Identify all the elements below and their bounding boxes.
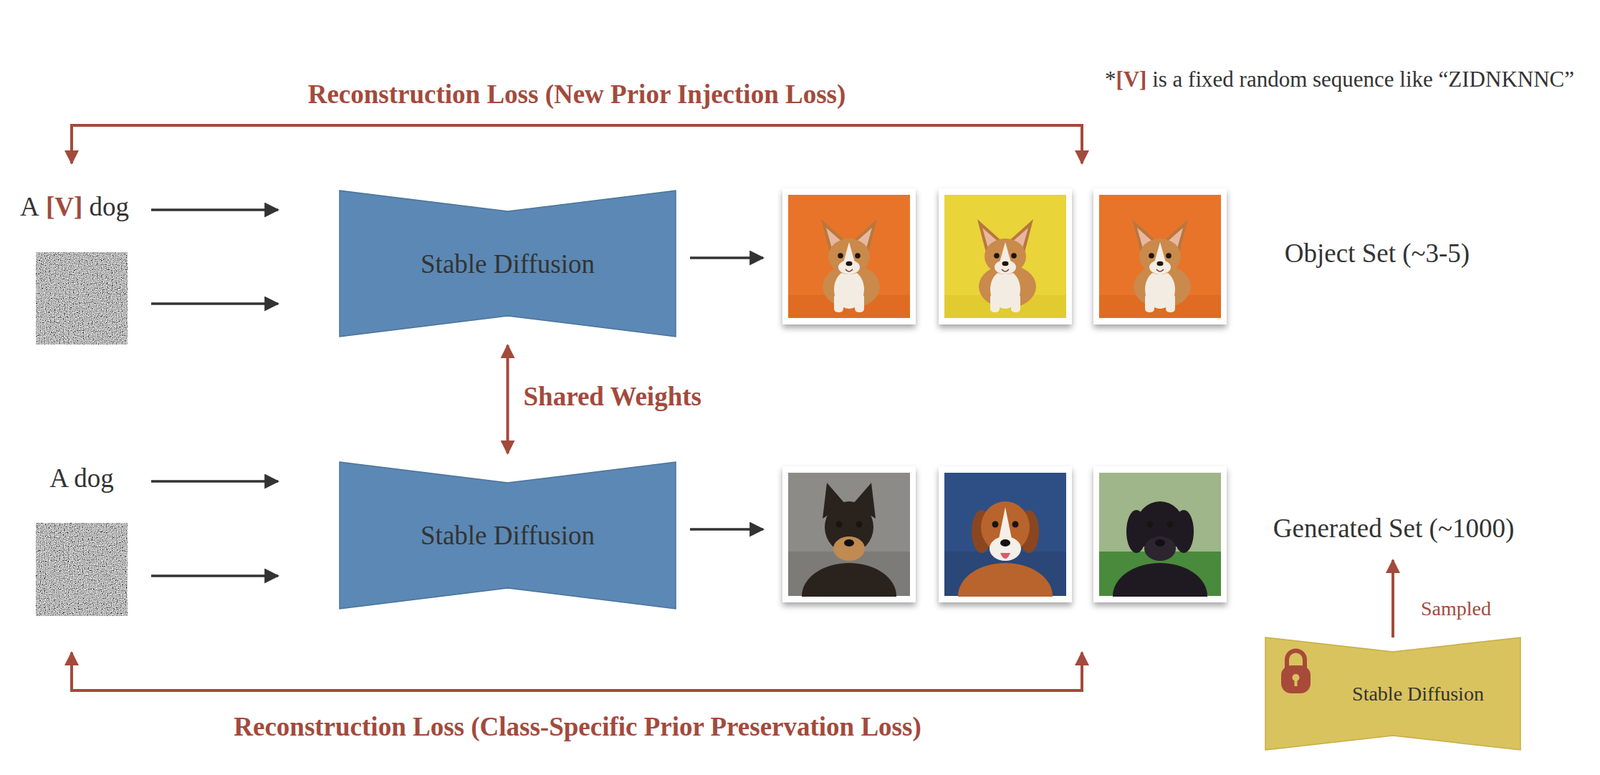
dog-photo: [944, 472, 1067, 630]
output-arrow: [690, 256, 764, 260]
node-body: Stable Diffusion: [339, 462, 676, 610]
generated-photos: [782, 466, 1227, 630]
model-name: Stable Diffusion: [1352, 682, 1484, 706]
photo-frame: [1093, 188, 1227, 325]
loss-bracket: [71, 125, 1082, 164]
set-name: Generated Set (~1000): [1273, 513, 1515, 545]
model-box: Stable Diffusion: [1265, 637, 1521, 751]
photo-frame: [938, 188, 1072, 325]
node-text-group: Stable Diffusion: [420, 248, 595, 280]
loss-bracket: [71, 652, 1082, 691]
input-arrow: [151, 208, 279, 212]
model-box: Stable Diffusion: [339, 190, 676, 337]
edge-label: Shared Weights: [520, 381, 705, 413]
prompt-text: A dog: [49, 463, 114, 495]
bowtie-outline: [1265, 637, 1521, 751]
token-name: [V]: [45, 192, 83, 223]
output-arrow: [690, 528, 764, 531]
node-text-group: Stable Diffusion: [1352, 682, 1484, 706]
node-text-group: Stable Diffusion: [420, 520, 595, 552]
photo-frame: [782, 188, 916, 325]
footnote: *[V]is a fixed random sequence like “ZID…: [1104, 66, 1575, 93]
model-name: Stable Diffusion: [420, 248, 595, 280]
node-body: Stable Diffusion: [339, 190, 676, 337]
token-name: [V]: [1115, 66, 1147, 93]
prompt-word: A: [20, 192, 40, 223]
arrow-label: Sampled: [1420, 597, 1492, 621]
input-arrow: [151, 574, 279, 578]
node-body: Stable Diffusion: [1265, 637, 1521, 751]
model-box: Stable Diffusion: [339, 462, 676, 610]
bowtie-outline: [339, 190, 676, 337]
prompt-word: dog: [89, 192, 130, 223]
loss-title: Reconstruction Loss (Class-Specific Prio…: [233, 712, 922, 744]
input-arrow: [151, 302, 279, 306]
loss-title: Reconstruction Loss (New Prior Injection…: [308, 79, 847, 111]
input-arrow: [151, 480, 279, 483]
noise-image: [35, 252, 128, 345]
footnote-text: is a fixed random sequence like “ZIDNKNN…: [1152, 66, 1575, 93]
dog-photo: [1099, 472, 1221, 630]
corgi-photo: [788, 194, 910, 319]
bowtie-outline: [339, 462, 676, 610]
noise-image: [35, 523, 128, 617]
object-photos: [782, 188, 1227, 325]
sample-arrow: [1391, 560, 1395, 638]
corgi-photo: [1099, 194, 1221, 319]
corgi-photo: [944, 194, 1067, 319]
model-name: Stable Diffusion: [420, 520, 595, 552]
dog-photo: [788, 472, 910, 630]
shared-weights-arrow: [506, 345, 510, 454]
footnote-mark: *: [1104, 66, 1117, 93]
set-name: Object Set (~3-5): [1284, 238, 1470, 270]
prompt-line: A[V]dog: [20, 192, 129, 223]
